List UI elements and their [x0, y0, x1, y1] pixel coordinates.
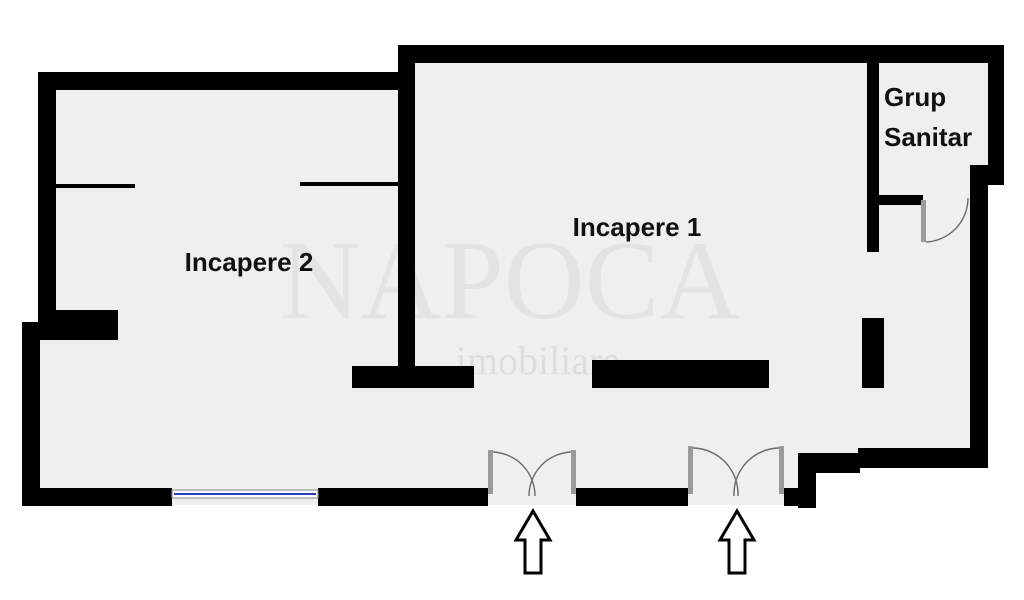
wall-thin-right: [300, 182, 400, 186]
wall-left-stub: [38, 310, 118, 340]
wall-center-block: [592, 360, 769, 388]
wall-pillar: [862, 318, 884, 388]
wall-partition-foot: [352, 366, 474, 388]
exterior-walls: [22, 45, 1004, 508]
wall-bottom-left: [22, 488, 172, 506]
wall-left-upper: [38, 72, 56, 312]
room-label-incapere-2: Incapere 2: [185, 247, 314, 277]
wall-bottom-pier: [576, 488, 688, 506]
wall-partition-vertical: [398, 45, 415, 383]
wall-bottom-middle: [318, 488, 488, 506]
room-label-incapere-1: Incapere 1: [573, 212, 702, 242]
room-label-sanitar: Sanitar: [884, 122, 972, 152]
wall-bottom-end: [784, 488, 798, 506]
wall-right-main: [970, 185, 988, 465]
wall-top-left: [38, 72, 408, 90]
room-label-grup: Grup: [884, 82, 946, 112]
wall-step-vertical: [798, 453, 816, 508]
arrow-up-outline-icon: [513, 508, 553, 575]
wall-bathroom-horizontal: [867, 195, 923, 205]
interior-walls: [38, 45, 923, 388]
door-entrance-right: [688, 446, 784, 497]
door-entrance-left: [488, 450, 576, 497]
wall-right-upper: [988, 45, 1004, 165]
arrow-up-outline-icon: [717, 508, 757, 575]
floor-area: [40, 55, 1000, 505]
door-bathroom: [921, 197, 969, 243]
watermark-brand: NAPOCA: [280, 219, 741, 343]
window-bottom: [171, 489, 319, 499]
wall-right-step: [970, 165, 1004, 185]
wall-thin-left: [55, 184, 135, 188]
wall-bathroom-vertical: [867, 45, 879, 252]
wall-bottom-right: [858, 448, 988, 468]
wall-top-main: [398, 45, 1004, 63]
wall-left-lower: [22, 322, 40, 506]
